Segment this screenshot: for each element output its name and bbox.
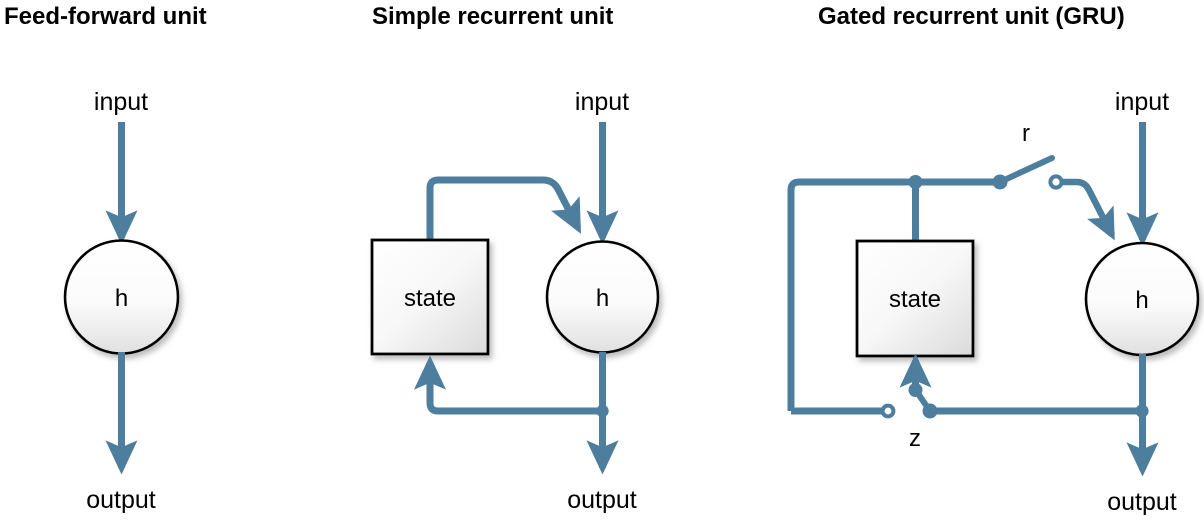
state-box-label-simple-recurrent: state	[404, 285, 456, 312]
reset-gate-switch[interactable]: r	[992, 120, 1064, 190]
state-box-simple-recurrent	[370, 238, 490, 356]
panel-title-simple-recurrent: Simple recurrent unit	[372, 3, 613, 30]
update-gate-switch[interactable]: z	[880, 383, 938, 452]
state-to-node-path-simple-recurrent	[426, 176, 582, 240]
state-feedback-bus-gated-recurrent	[787, 178, 1000, 411]
junction-dot-output-gated-recurrent	[1135, 404, 1149, 418]
reset-gate-terminal-dot	[1048, 174, 1064, 190]
input-label-feed-forward: input	[94, 88, 148, 116]
reset-gate-label: r	[1022, 120, 1030, 147]
reset-gate-lever[interactable]	[997, 155, 1055, 185]
panel-title-feed-forward: Feed-forward unit	[4, 3, 207, 30]
output-label-gated-recurrent: output	[1107, 488, 1177, 516]
junction-dot-simple-recurrent	[596, 404, 609, 418]
reset-gate-pivot-dot	[992, 174, 1008, 190]
state-box-label-gated-recurrent: state	[889, 286, 941, 313]
junction-dot-top-gated-recurrent	[908, 175, 923, 189]
panel-title-gated-recurrent: Gated recurrent unit (GRU)	[818, 3, 1125, 30]
panel-simple-recurrent: Simple recurrent unit input state h outp…	[370, 3, 660, 514]
update-gate-contact-dot	[922, 403, 938, 419]
input-label-simple-recurrent: input	[575, 88, 629, 116]
node-h-label-feed-forward: h	[115, 285, 128, 312]
output-label-simple-recurrent: output	[567, 486, 637, 514]
panel-feed-forward: Feed-forward unit input h output	[4, 3, 207, 514]
update-gate-label: z	[909, 425, 921, 452]
output-label-feed-forward: output	[86, 486, 156, 514]
panel-gated-recurrent: Gated recurrent unit (GRU) input r state	[787, 3, 1200, 516]
recurrence-path-simple-recurrent	[413, 355, 602, 415]
update-gate-terminal-dot	[880, 403, 896, 419]
update-gate-pivot-dot	[908, 383, 923, 397]
input-label-gated-recurrent: input	[1115, 88, 1169, 116]
node-h-label-simple-recurrent: h	[596, 285, 609, 312]
reset-gate-to-node-path	[1063, 178, 1115, 241]
node-h-label-gated-recurrent: h	[1135, 287, 1148, 314]
